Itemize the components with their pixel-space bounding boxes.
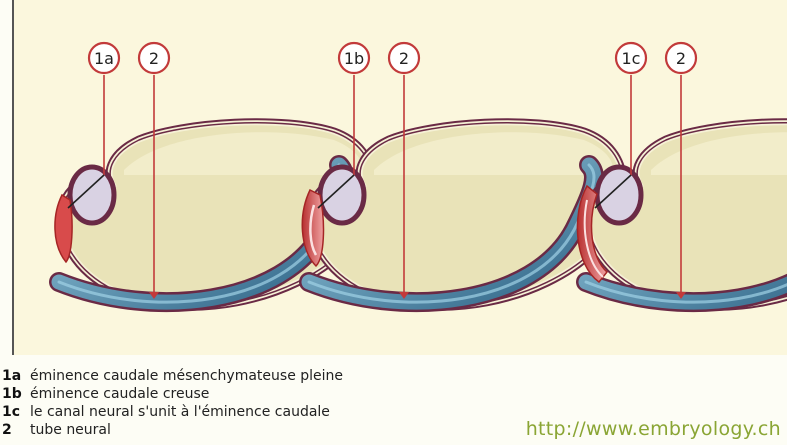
callout-label-neural-tube: 2 [399,49,409,68]
callout-label-neural-tube: 2 [676,49,686,68]
caudal-notch [70,167,114,223]
callout-label-1b: 1b [344,49,364,68]
legend-text: éminence caudale mésenchymateuse pleine [30,368,343,384]
legend-key: 1b [2,385,30,403]
legend-key: 1a [2,367,30,385]
embryo-panel-1b: 1b 2 [302,43,623,306]
caudal-eminence-solid [55,195,72,262]
caudal-notch [597,167,641,223]
embryo-diagram: 1a 2 1b 2 1c 2 [14,0,787,355]
callout-label-1c: 1c [622,49,641,68]
legend-text: éminence caudale creuse [30,386,209,402]
callout-label-1a: 1a [94,49,114,68]
source-credit-link[interactable]: http://www.embryology.ch [526,418,781,440]
caudal-notch [320,167,364,223]
figure-panel: 1a 2 1b 2 1c 2 [12,0,787,355]
callout-label-neural-tube: 2 [149,49,159,68]
legend-text: tube neural [30,422,111,438]
legend-key: 1c [2,403,30,421]
legend-key: 2 [2,421,30,439]
legend-text: le canal neural s'unit à l'éminence caud… [30,404,330,420]
embryo-panel-1c: 1c 2 [577,43,787,306]
